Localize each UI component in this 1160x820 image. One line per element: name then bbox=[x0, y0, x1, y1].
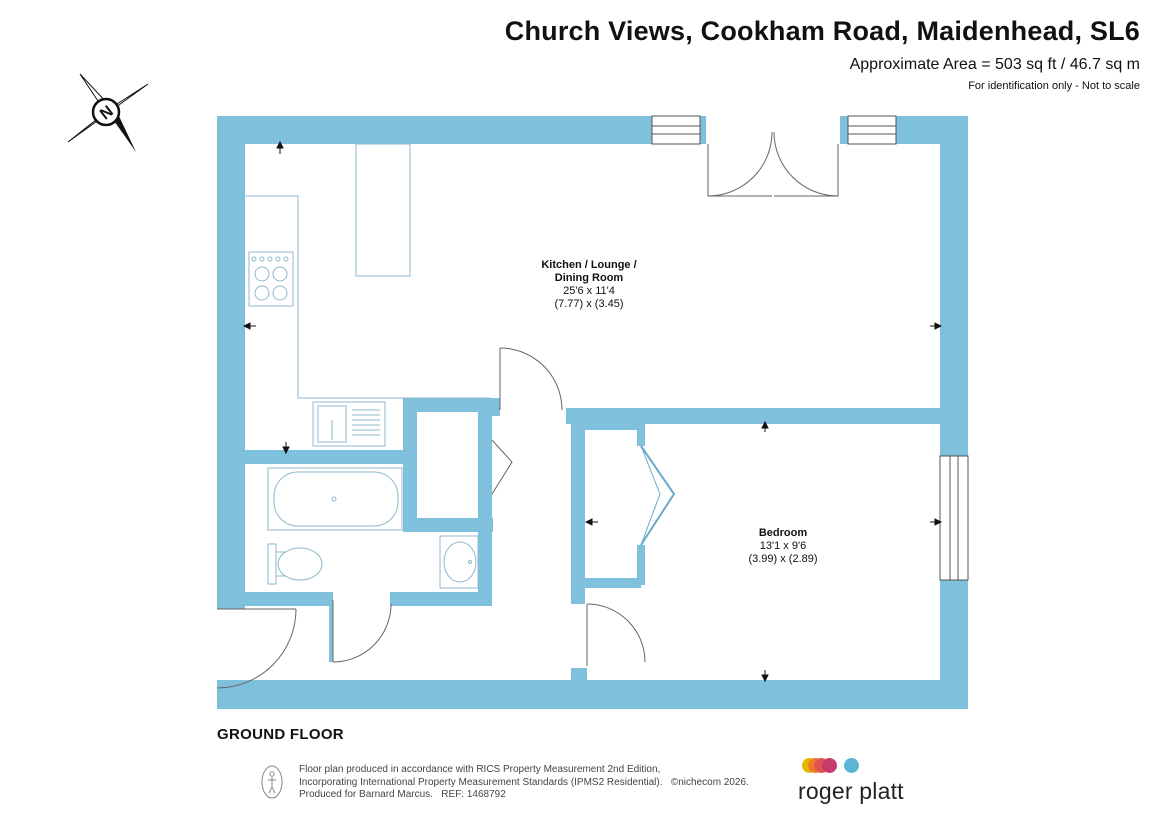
scale-disclaimer: For identification only - Not to scale bbox=[968, 80, 1140, 92]
bedroom-name: Bedroom bbox=[759, 527, 808, 539]
footer-notes: Floor plan produced in accordance with R… bbox=[299, 764, 749, 802]
brand-dots bbox=[798, 758, 918, 776]
walls bbox=[217, 116, 968, 709]
approximate-area: Approximate Area = 503 sq ft / 46.7 sq m bbox=[849, 56, 1140, 73]
north-arrow-compass-icon: N bbox=[67, 73, 149, 152]
french-doors bbox=[706, 116, 840, 197]
kitchen-name-line2: Dining Room bbox=[555, 272, 624, 284]
footer-line3: Produced for Barnard Marcus. bbox=[299, 789, 433, 800]
kitchen-dims-metric: (7.77) x (3.45) bbox=[554, 298, 623, 310]
bedroom-room-label: Bedroom 13'1 x 9'6 (3.99) x (2.89) bbox=[748, 527, 817, 565]
dimension-markers bbox=[242, 140, 943, 683]
brand-dot bbox=[822, 758, 837, 773]
footer-copyright: ©nichecom 2026. bbox=[670, 776, 749, 788]
kitchen-name-line1: Kitchen / Lounge / bbox=[541, 259, 636, 271]
brand-logo: roger platt bbox=[798, 758, 918, 805]
bedroom-dims-metric: (3.99) x (2.89) bbox=[748, 553, 817, 565]
bedroom-dims-imperial: 13'1 x 9'6 bbox=[760, 540, 806, 552]
floor-label: GROUND FLOOR bbox=[217, 726, 344, 743]
door-swings bbox=[216, 347, 646, 689]
wardrobe-doors bbox=[640, 445, 676, 546]
ipms-person-icon bbox=[261, 765, 283, 799]
property-title: Church Views, Cookham Road, Maidenhead, … bbox=[504, 16, 1140, 46]
footer-line1: Floor plan produced in accordance with R… bbox=[299, 764, 661, 775]
footer-line2: Incorporating International Property Mea… bbox=[299, 776, 663, 788]
bathroom-fittings bbox=[267, 467, 479, 589]
kitchen-dims-imperial: 25'6 x 11'4 bbox=[563, 285, 615, 297]
floor-plan: Kitchen / Lounge / Dining Room 25'6 x 11… bbox=[216, 115, 969, 709]
brand-dot bbox=[844, 758, 859, 773]
footer-ref: REF: 1468792 bbox=[441, 789, 506, 800]
windows bbox=[651, 115, 969, 581]
kitchen-fittings bbox=[245, 143, 490, 447]
kitchen-room-label: Kitchen / Lounge / Dining Room 25'6 x 11… bbox=[541, 259, 636, 310]
brand-name: roger platt bbox=[798, 778, 904, 804]
